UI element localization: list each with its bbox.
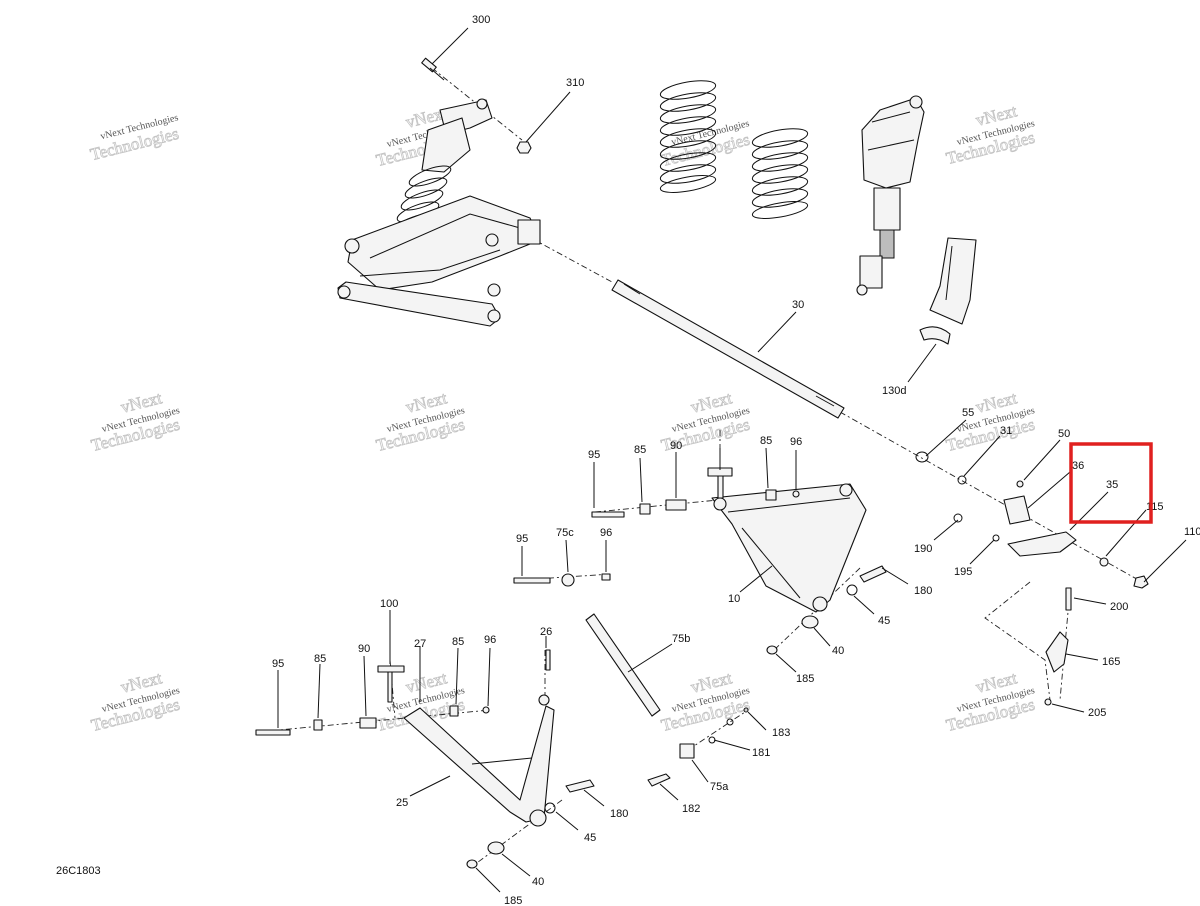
callout-75a: 75a xyxy=(710,781,729,793)
callout-40: 40 xyxy=(832,645,844,657)
callout-40: 40 xyxy=(532,876,544,888)
callout-90: 90 xyxy=(358,643,370,655)
drive-shaft xyxy=(611,279,845,419)
callout-75c: 75c xyxy=(556,527,574,539)
spring-right xyxy=(751,128,809,219)
callout-96: 96 xyxy=(790,436,802,448)
watermark: vNext vNext Technologies Technologies xyxy=(944,101,1037,169)
callout-200: 200 xyxy=(1110,601,1128,613)
callout-45: 45 xyxy=(584,832,596,844)
callout-182: 182 xyxy=(682,803,700,815)
callout-26: 26 xyxy=(540,626,552,638)
callout-85: 85 xyxy=(634,444,646,456)
callout-110: 110 xyxy=(1184,526,1200,538)
callout-95: 95 xyxy=(588,449,600,461)
callout-75b: 75b xyxy=(672,633,690,645)
bolt-300 xyxy=(421,57,445,81)
watermark: vNext vNext Technologies Technologies xyxy=(374,388,467,456)
callout-35: 35 xyxy=(1106,479,1118,491)
shock-bracket xyxy=(919,237,977,345)
callout-185: 185 xyxy=(796,673,814,685)
callout-183: 183 xyxy=(772,727,790,739)
callout-95: 95 xyxy=(272,658,284,670)
callout-30: 30 xyxy=(792,299,804,311)
nut-310 xyxy=(516,141,532,154)
watermark: vNext vNext Technologies Technologies xyxy=(659,668,752,736)
callout-31: 31 xyxy=(1000,425,1012,437)
callout-36: 36 xyxy=(1072,460,1084,472)
lower-a-arm xyxy=(711,483,867,613)
callout-10: 10 xyxy=(728,593,740,605)
callout-180: 180 xyxy=(914,585,932,597)
callout-310: 310 xyxy=(566,77,584,89)
watermark: vNext vNext Technologies Technologies xyxy=(944,668,1037,736)
watermark: vNext vNext Technologies Technologies xyxy=(659,388,752,456)
suspension-arm xyxy=(337,195,541,327)
callout-180: 180 xyxy=(610,808,628,820)
callout-190: 190 xyxy=(914,543,932,555)
drawing-id-label: 26C1803 xyxy=(56,865,101,877)
callout-95: 95 xyxy=(516,533,528,545)
callout-300: 300 xyxy=(472,14,490,26)
callout-195: 195 xyxy=(954,566,972,578)
watermark: vNext vNext Technologies Technologies xyxy=(89,668,182,736)
highlight-box-callout-35 xyxy=(1069,442,1153,524)
callout-45: 45 xyxy=(878,615,890,627)
callout-55: 55 xyxy=(962,407,974,419)
spring-left xyxy=(659,80,717,193)
left-lower-a-arm xyxy=(403,694,555,827)
callout-185: 185 xyxy=(504,895,522,906)
callout-96: 96 xyxy=(600,527,612,539)
watermark: vNext Technologies Technologies xyxy=(88,112,181,164)
shock-and-arm-assembly xyxy=(337,57,541,327)
callout-85: 85 xyxy=(760,435,772,447)
leader-lines xyxy=(277,27,1187,893)
lower-arm-hardware xyxy=(513,467,887,787)
callout-50: 50 xyxy=(1058,428,1070,440)
callout-130d: 130d xyxy=(882,385,906,397)
callout-165: 165 xyxy=(1102,656,1120,668)
callout-90: 90 xyxy=(670,440,682,452)
callout-205: 205 xyxy=(1088,707,1106,719)
watermark: vNext vNext Technologies Technologies xyxy=(89,388,182,456)
left-arm-hardware xyxy=(255,649,595,869)
callout-96: 96 xyxy=(484,634,496,646)
callout-85: 85 xyxy=(314,653,326,665)
callout-181: 181 xyxy=(752,747,770,759)
hub-parts xyxy=(915,451,1149,706)
callout-27: 27 xyxy=(414,638,426,650)
watermark: vNext vNext Technologies Technologies xyxy=(944,388,1037,456)
watermark: vNext Technologies Technologies xyxy=(659,118,752,170)
callout-25: 25 xyxy=(396,797,408,809)
callout-100: 100 xyxy=(380,598,398,610)
callout-115: 115 xyxy=(1146,501,1164,513)
shock-absorber-exploded xyxy=(856,95,925,296)
callout-85: 85 xyxy=(452,636,464,648)
